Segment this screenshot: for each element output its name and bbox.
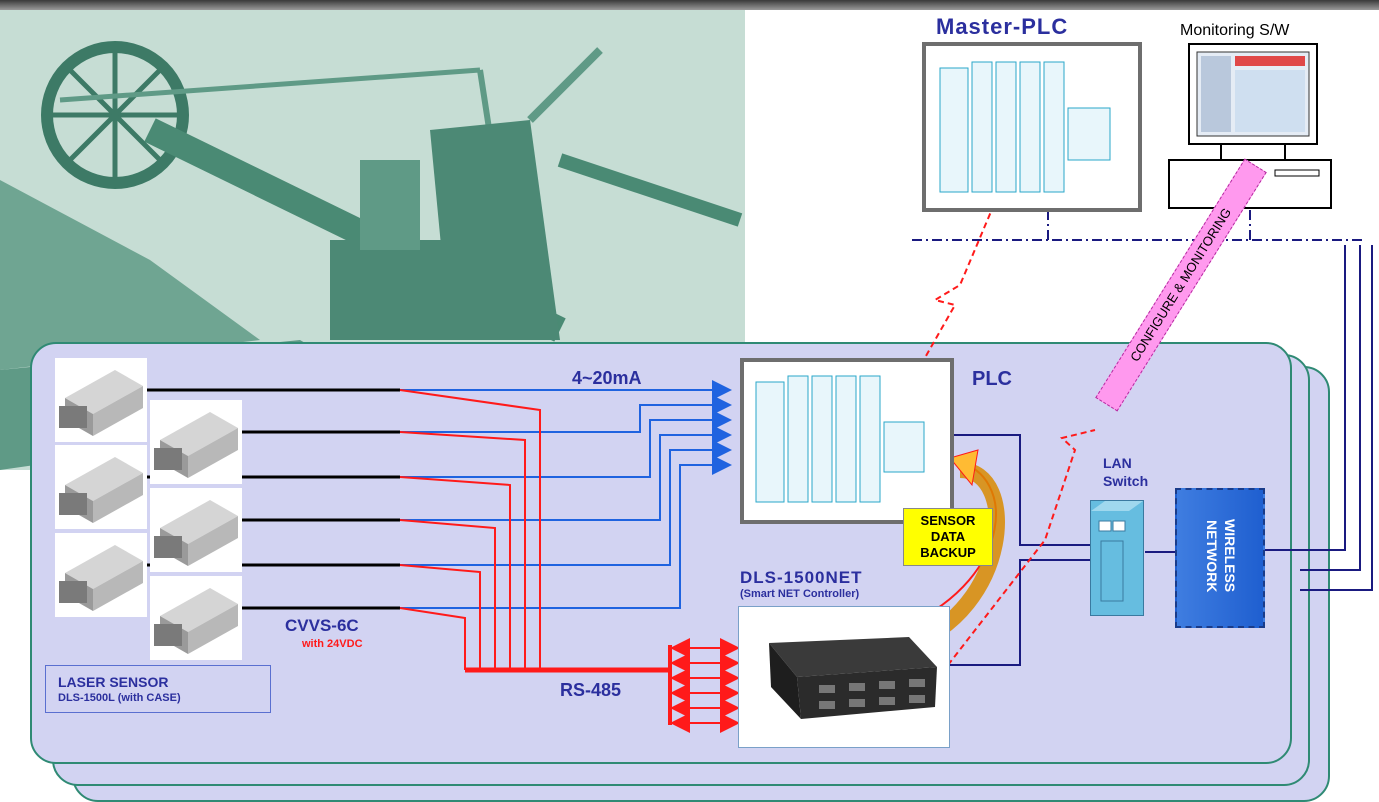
data-links (897, 194, 1096, 666)
top-bar (0, 0, 1379, 10)
plc-rack-icon (755, 375, 925, 503)
controller-box-icon (769, 637, 937, 719)
rs485-lines (399, 389, 541, 670)
master-plc-device (922, 42, 1142, 212)
controller-device (738, 606, 950, 748)
rs485-label: RS-485 (560, 680, 622, 700)
wireless-line-2: NETWORK (1204, 519, 1220, 593)
network-lines (950, 245, 1373, 666)
monitoring-sw-label: Monitoring S/W (1180, 22, 1290, 39)
monitor-pc-icon (1168, 43, 1332, 209)
wireless-network-label: WIRELESS NETWORK (1199, 496, 1239, 616)
rs485-ports (670, 638, 740, 733)
legend-model: DLS-1500L (with CASE) (58, 692, 181, 704)
backup-line-1: SENSOR (920, 513, 976, 528)
laser-sensor-icon (150, 576, 242, 660)
plc-device (740, 358, 954, 524)
backup-line-2: DATA (930, 529, 966, 544)
laser-sensor-icon (150, 488, 242, 572)
lan-switch-label: LAN Switch (1103, 454, 1148, 490)
laser-sensor-icon (55, 533, 147, 617)
backup-line-3: BACKUP (920, 545, 976, 560)
lan-label-line-1: LAN (1103, 455, 1132, 471)
plc-label: PLC (972, 368, 1012, 390)
lan-label-line-2: Switch (1103, 473, 1149, 489)
master-plc-label: Master-PLC (936, 14, 1069, 39)
laser-sensor-icon (55, 445, 147, 529)
lan-switch-icon (1090, 500, 1144, 616)
laser-sensor-icon (150, 400, 242, 484)
cable-label: CVVS-6C (285, 616, 359, 635)
wireless-line-1: WIRELESS (1222, 519, 1238, 593)
wireless-network-box: WIRELESS NETWORK (1175, 488, 1265, 628)
plc-rack-icon (939, 61, 1111, 193)
controller-name: DLS-1500NET (740, 568, 863, 587)
legend-title: LASER SENSOR (58, 674, 169, 690)
sensor-legend: LASER SENSOR DLS-1500L (with CASE) (45, 665, 271, 713)
ethernet-bus (912, 210, 1365, 241)
analog-lines (400, 380, 732, 609)
controller-desc: (Smart NET Controller) (740, 588, 860, 600)
laser-sensor-icon (55, 358, 147, 442)
cable-power-label: with 24VDC (302, 638, 363, 650)
sensor-data-backup-label: SENSOR DATA BACKUP (903, 508, 993, 566)
signal-current-label: 4~20mA (572, 368, 642, 388)
monitoring-pc (1165, 42, 1340, 212)
